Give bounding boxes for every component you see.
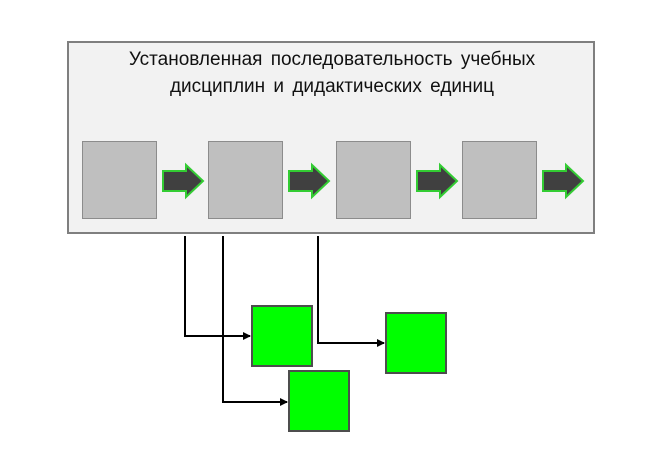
panel-title-line-1: Установленная последовательность учебных (128, 49, 536, 70)
sequence-arrow-1 (162, 162, 205, 200)
sequence-arrow-3 (416, 162, 459, 200)
sequence-unit-4 (462, 141, 537, 219)
panel-title: Установленная последовательность учебных… (67, 46, 597, 100)
sequence-unit-2 (208, 141, 283, 219)
sequence-unit-1 (82, 141, 157, 219)
sequence-arrow-2 (288, 162, 331, 200)
connector-2 (222, 236, 288, 406)
linked-unit-2 (288, 370, 350, 432)
sequence-arrow-4 (542, 162, 585, 200)
panel-title-line-2: дисциплин и дидактических единиц (169, 76, 495, 97)
connector-3 (317, 236, 385, 347)
linked-unit-3 (385, 312, 447, 374)
connector-1 (184, 236, 251, 340)
sequence-unit-3 (336, 141, 411, 219)
linked-unit-1 (251, 305, 313, 367)
